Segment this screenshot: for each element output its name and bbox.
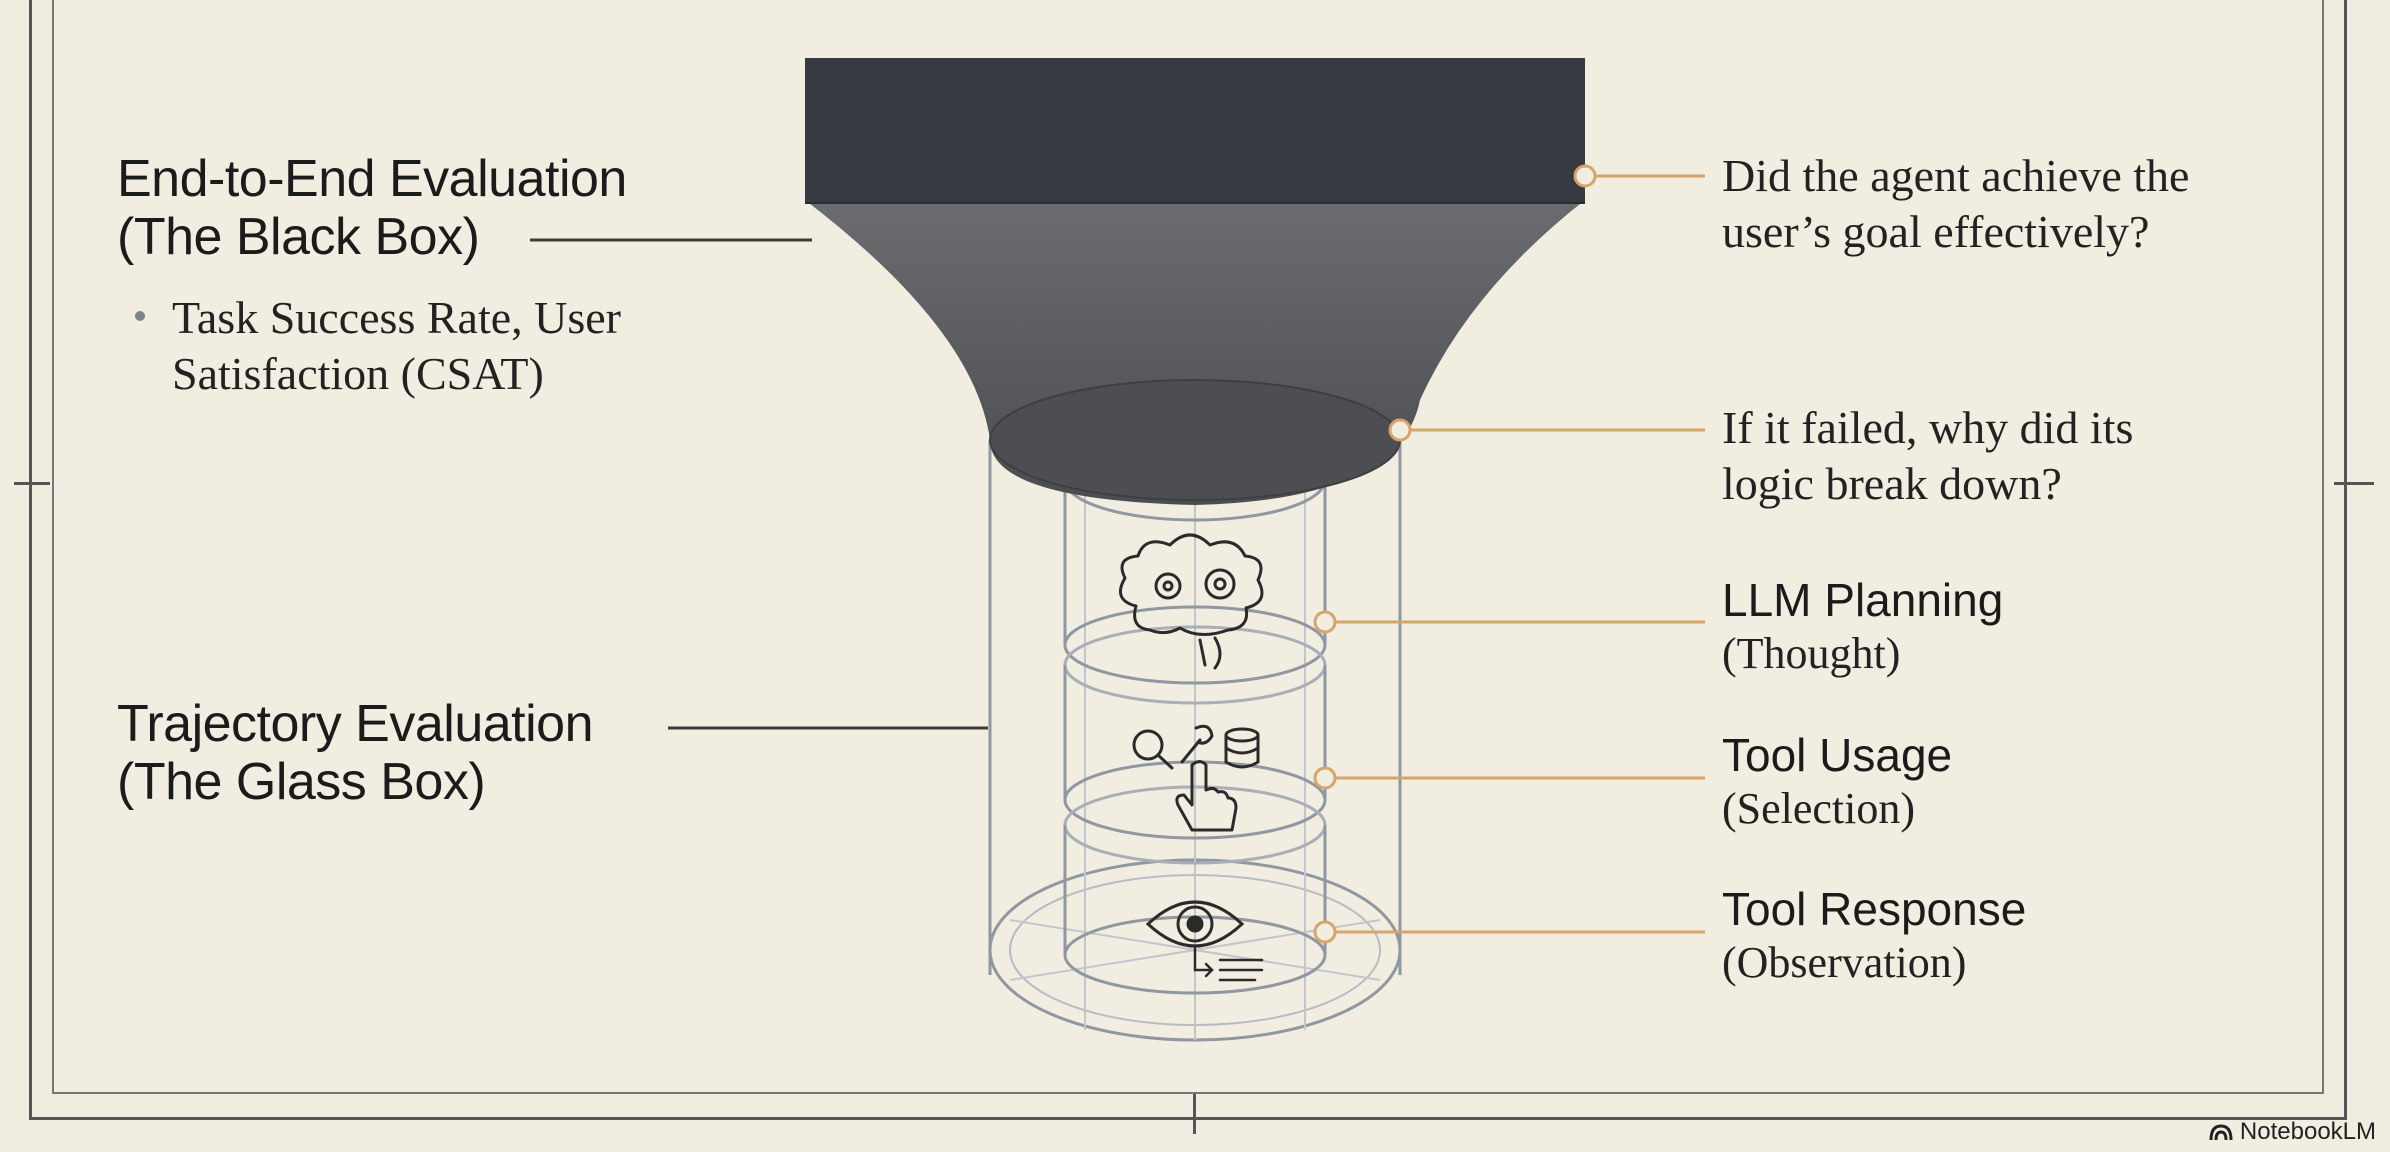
tool-usage-title: Tool Usage bbox=[1722, 729, 1953, 781]
e2e-bullet-line2: Satisfaction (CSAT) bbox=[172, 348, 544, 399]
brain-gears-icon bbox=[1118, 533, 1264, 670]
left-connectors bbox=[530, 238, 988, 730]
planning-title: LLM Planning bbox=[1722, 574, 2004, 626]
trajectory-eval-title: Trajectory Evaluation (The Glass Box) bbox=[117, 695, 594, 811]
magnifier-icon bbox=[1132, 729, 1174, 770]
trajectory-title-line2: (The Glass Box) bbox=[117, 753, 486, 811]
tool-response-subtitle: (Observation) bbox=[1722, 938, 1967, 987]
black-box-funnel bbox=[805, 58, 1585, 505]
right-connectors bbox=[1313, 164, 1705, 944]
tool-response-label: Tool Response (Observation) bbox=[1722, 881, 2026, 989]
tool-response-title: Tool Response bbox=[1722, 883, 2027, 935]
goal-line1: Did the agent achieve the bbox=[1722, 150, 2190, 201]
llm-planning-label: LLM Planning (Thought) bbox=[1722, 572, 2003, 680]
failure-line2: logic break down? bbox=[1722, 458, 2062, 509]
wrench-icon bbox=[1180, 724, 1214, 764]
planning-subtitle: (Thought) bbox=[1722, 629, 1901, 678]
inner-frame bbox=[52, 0, 2324, 1094]
e2e-metrics-bullet: Task Success Rate, User Satisfaction (CS… bbox=[172, 290, 621, 402]
database-icon bbox=[1224, 727, 1260, 769]
e2e-title-line1: End-to-End Evaluation bbox=[117, 150, 627, 208]
trajectory-title-line1: Trajectory Evaluation bbox=[117, 695, 594, 753]
e2e-bullet-line1: Task Success Rate, User bbox=[172, 292, 621, 343]
bullet-dot bbox=[135, 311, 145, 321]
right-tick bbox=[2334, 482, 2374, 485]
list-icon bbox=[1193, 946, 1264, 982]
tool-usage-label: Tool Usage (Selection) bbox=[1722, 727, 1952, 835]
notebooklm-logo-icon bbox=[2209, 1124, 2233, 1141]
pointing-hand-icon bbox=[1175, 760, 1238, 832]
e2e-title-line2: (The Black Box) bbox=[117, 208, 480, 266]
failure-line1: If it failed, why did its bbox=[1722, 402, 2134, 453]
brand-name: NotebookLM bbox=[2239, 1118, 2376, 1145]
left-tick bbox=[14, 482, 50, 485]
goal-line2: user’s goal effectively? bbox=[1722, 206, 2150, 257]
eye-icon bbox=[1145, 900, 1245, 948]
goal-question: Did the agent achieve the user’s goal ef… bbox=[1722, 148, 2189, 260]
outer-frame bbox=[29, 0, 2347, 1120]
tool-usage-subtitle: (Selection) bbox=[1722, 784, 1916, 833]
e2e-eval-title: End-to-End Evaluation (The Black Box) bbox=[117, 150, 627, 266]
notebooklm-brand: NotebookLM bbox=[2208, 1118, 2376, 1146]
bottom-tick bbox=[1193, 1094, 1196, 1134]
failure-question: If it failed, why did its logic break do… bbox=[1722, 400, 2133, 512]
